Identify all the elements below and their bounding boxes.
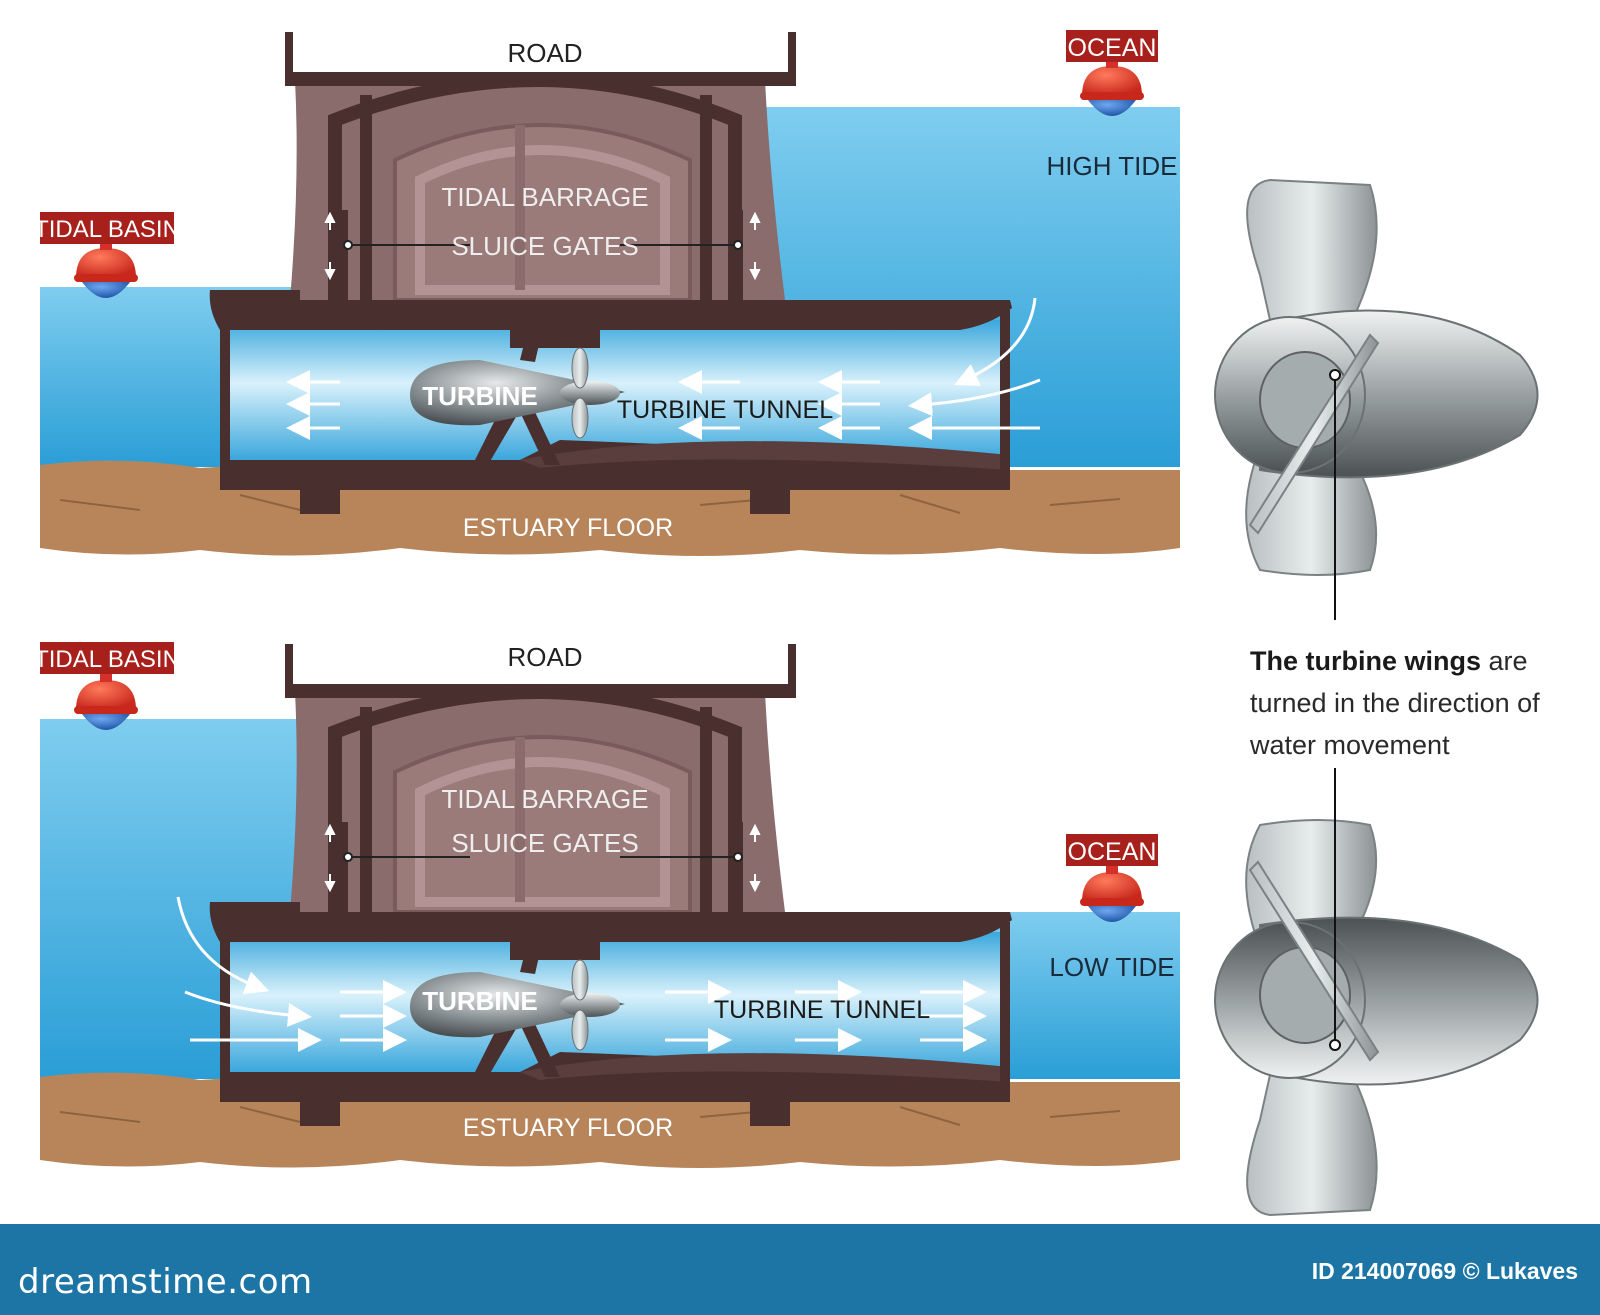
- panel-high-tide: ROAD TIDAL BARRAGE SLUICE GATES TURBINE …: [34, 30, 1180, 556]
- tidal-basin-tag: [40, 212, 174, 244]
- turbine-tunnel-label: TURBINE TUNNEL: [617, 396, 833, 424]
- turbine-tunnel-label: TURBINE TUNNEL: [714, 996, 930, 1024]
- brand-logo[interactable]: dreamstime.com: [18, 1262, 313, 1302]
- turbine-wings-note: The turbine wings are turned in the dire…: [1250, 640, 1580, 766]
- ocean-tag: [1066, 834, 1158, 866]
- image-id-credit: ID 214007069 © Lukaves: [1311, 1258, 1578, 1284]
- tidal-barrage-label: TIDAL BARRAGE: [441, 784, 648, 814]
- pointer-dot-bottom: [1329, 1039, 1341, 1051]
- estuary-floor-label: ESTUARY FLOOR: [463, 514, 673, 542]
- propeller-high-tide-icon: [1214, 179, 1539, 576]
- tidal-basin-label: TIDAL BASIN: [34, 646, 180, 673]
- note-bold: The turbine wings: [1250, 646, 1482, 676]
- ocean-buoy-icon: [1080, 54, 1144, 116]
- propeller-low-tide-icon: [1214, 819, 1539, 1216]
- tide-state-label: HIGH TIDE: [1047, 151, 1178, 181]
- ocean-tag: [1066, 30, 1158, 62]
- estuary-floor-label: ESTUARY FLOOR: [463, 1114, 673, 1142]
- tidal-basin-label: TIDAL BASIN: [34, 216, 180, 243]
- flow-arrows: [286, 297, 1041, 440]
- road-label: ROAD: [507, 38, 582, 68]
- turbine-label: TURBINE: [422, 381, 538, 411]
- tidal-barrage-label: TIDAL BARRAGE: [441, 182, 648, 212]
- tidal-basin-tag: [40, 642, 174, 674]
- road-label: ROAD: [507, 642, 582, 672]
- ocean-label: OCEAN: [1068, 838, 1157, 866]
- note-rest: are turned in the direction of water mov…: [1250, 646, 1540, 760]
- sluice-gates-label: SLUICE GATES: [451, 828, 638, 858]
- turbine-label: TURBINE: [422, 986, 538, 1016]
- tidal-barrage-diagram: ROAD TIDAL BARRAGE SLUICE GATES TURBINE …: [0, 0, 1539, 1216]
- panel-low-tide: ROAD TIDAL BARRAGE SLUICE GATES TURBINE …: [34, 642, 1180, 1168]
- pointer-dot-top: [1329, 369, 1341, 381]
- sluice-gates-label: SLUICE GATES: [451, 231, 638, 261]
- tide-state-label: LOW TIDE: [1049, 952, 1174, 982]
- ocean-label: OCEAN: [1068, 34, 1157, 62]
- flow-arrows: [176, 896, 987, 1052]
- footer-bar: dreamstime.com ID 214007069 © Lukaves: [0, 1224, 1600, 1315]
